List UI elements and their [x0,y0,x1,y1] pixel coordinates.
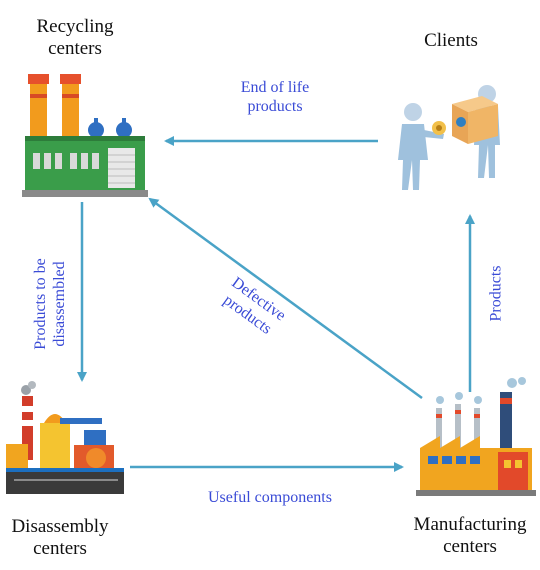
recycling-label-line2: centers [48,38,102,59]
manufacturing-plant-icon [416,377,536,496]
manufacturing-centers-label: Manufacturing centers [402,514,538,558]
disassembly-label-line1: Disassembly [11,516,109,537]
clients-label-line1: Clients [424,30,478,51]
end-of-life-line2: products [247,98,303,115]
recycling-centers-label: Recycling centers [10,16,140,60]
products-label: Products [487,254,506,334]
to-be-disassembled-line2: disassembled [51,261,68,347]
disassembly-centers-label: Disassembly centers [0,516,120,560]
manufacturing-label-line2: centers [443,536,497,557]
manufacturing-label-line1: Manufacturing [413,514,527,535]
arrow-defective [148,197,423,400]
useful-components-label: Useful components [186,488,354,507]
recycling-label-line1: Recycling [36,16,114,37]
disassembly-plant-icon [6,381,124,494]
to-be-disassembled-line1: Products to be [32,258,49,350]
end-of-life-line1: End of life [240,79,310,96]
clients-handover-icon [398,85,500,190]
useful-components-line1: Useful components [208,489,332,506]
clients-label: Clients [396,30,506,52]
end-of-life-label: End of life products [220,78,330,116]
disassembly-label-line2: centers [33,538,87,559]
recycling-factory-icon [22,74,148,197]
products-line1: Products [487,265,505,322]
to-be-disassembled-label: Products to be disassembled [31,249,69,359]
